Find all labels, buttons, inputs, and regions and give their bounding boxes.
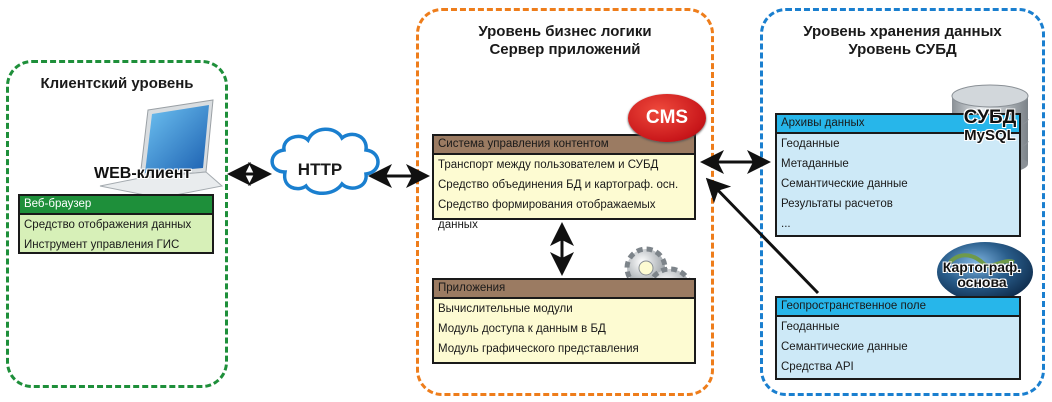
cms-box-header: Система управления контентом bbox=[434, 136, 694, 155]
http-label: HTTP bbox=[297, 160, 343, 179]
web-browser-box: Веб-браузер Средство отображения данных … bbox=[18, 194, 214, 254]
cartographic-base-line2: основа bbox=[957, 274, 1007, 290]
web-client-label: WEB-клиент bbox=[94, 165, 192, 182]
laptop-icon bbox=[99, 99, 224, 199]
logic-tier-title-1: Уровень бизнес логики bbox=[478, 23, 652, 40]
list-item: Средство объединения БД и картограф. осн… bbox=[438, 179, 679, 191]
list-item: Модуль графического представления bbox=[438, 343, 639, 355]
data-archives-header: Архивы данных bbox=[777, 115, 1019, 134]
dbms-label: СУБД MySQL bbox=[956, 108, 1024, 144]
cloud-icon bbox=[270, 127, 380, 195]
data-archives-box: Архивы данных Геоданные Метаданные Семан… bbox=[775, 113, 1021, 237]
logic-tier-title-2: Сервер приложений bbox=[489, 41, 641, 58]
client-tier-title: Клиентский уровень bbox=[40, 75, 194, 92]
list-item: Средства API bbox=[781, 361, 854, 373]
data-tier-title-2: Уровень СУБД bbox=[848, 41, 957, 58]
cartographic-base-line1: Картограф. bbox=[942, 259, 1022, 275]
geospatial-header: Геопространственное поле bbox=[777, 298, 1019, 317]
data-tier-title-1: Уровень хранения данных bbox=[803, 23, 1002, 40]
applications-box-header: Приложения bbox=[434, 280, 694, 299]
web-browser-header: Веб-браузер bbox=[20, 196, 212, 215]
list-item: Геоданные bbox=[781, 138, 840, 150]
list-item: ... bbox=[781, 218, 791, 230]
list-item: Результаты расчетов bbox=[781, 198, 893, 210]
data-storage-tier: Уровень хранения данных Уровень СУБД bbox=[760, 8, 1045, 396]
geospatial-box: Геопространственное поле Геоданные Семан… bbox=[775, 296, 1021, 380]
dbms-label-line2: MySQL bbox=[964, 127, 1016, 144]
list-item: Вычислительные модули bbox=[438, 303, 573, 315]
dbms-label-line1: СУБД bbox=[963, 107, 1017, 128]
list-item: Семантические данные bbox=[781, 341, 908, 353]
list-item: Средство отображения данных bbox=[24, 219, 192, 231]
cartographic-base-label: Картограф. основа bbox=[932, 260, 1032, 290]
list-item: Метаданные bbox=[781, 158, 849, 170]
cms-box: Система управления контентом Транспорт м… bbox=[432, 134, 696, 231]
list-item: Геоданные bbox=[781, 321, 840, 333]
list-item: Инструмент управления ГИС bbox=[24, 239, 180, 251]
applications-box: Приложения Вычислительные модули Модуль … bbox=[432, 278, 696, 364]
arrow-geo-cms bbox=[705, 177, 820, 295]
list-item: Транспорт между пользователем и СУБД bbox=[438, 159, 659, 171]
list-item: Модуль доступа к данным в БД bbox=[438, 323, 606, 335]
cms-badge: CMS bbox=[628, 94, 706, 142]
list-item: Средство формирования отображаемых данны… bbox=[438, 199, 656, 231]
client-tier: Клиентский уровень bbox=[6, 60, 228, 388]
globe-icon bbox=[937, 242, 1033, 302]
list-item: Семантические данные bbox=[781, 178, 908, 190]
